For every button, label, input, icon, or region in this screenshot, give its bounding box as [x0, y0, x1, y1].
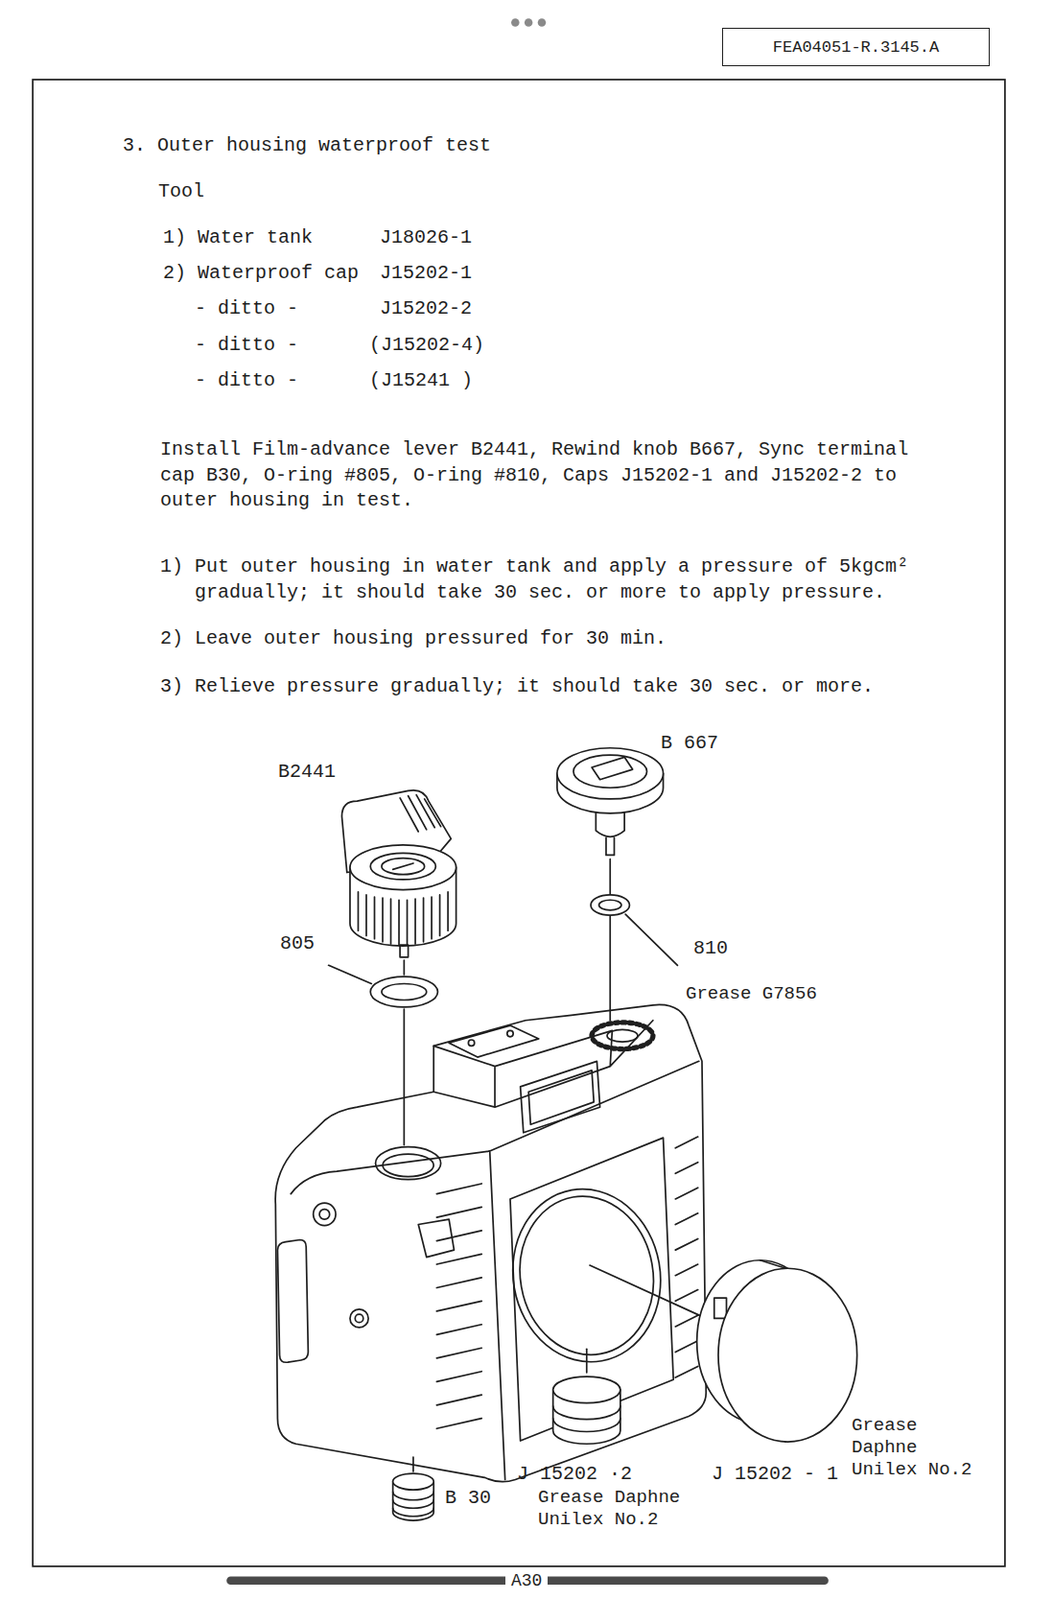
- leader-line: [609, 859, 678, 1021]
- strap-lug: [313, 1202, 336, 1225]
- strap-lug: [350, 1309, 369, 1328]
- lens-mount: [499, 1176, 675, 1374]
- housing-outline: [275, 1004, 706, 1481]
- tool-code: J15202-2: [379, 297, 472, 321]
- lens-mount-inner: [507, 1185, 666, 1365]
- part-number: B2441: [278, 760, 336, 784]
- rewind-seat: [591, 1022, 654, 1050]
- leader-line: [412, 1456, 415, 1472]
- procedure-step: 3) Relieve pressure gradually; it should…: [160, 674, 957, 701]
- rewind-gear: [591, 1022, 654, 1050]
- rewind-hole: [607, 1029, 638, 1042]
- section-heading: 3. Outer housing waterproof test: [122, 134, 492, 158]
- rewind-knob-part: [557, 748, 664, 856]
- tool-code: J18026-1: [379, 226, 472, 250]
- body-cap-part: [697, 1260, 858, 1442]
- instruction-text: Install Film-advance lever B2441, Rewind…: [160, 437, 934, 515]
- tool-name: - ditto -: [194, 333, 299, 357]
- advance-lever-part: [341, 790, 456, 958]
- strap-lug-hole: [319, 1209, 330, 1220]
- strap-lug-hole: [354, 1313, 364, 1323]
- callout-number: 810: [693, 936, 728, 960]
- page-number: A30: [505, 1569, 548, 1592]
- grease-note: Grease G7856: [685, 982, 818, 1006]
- tool-name: - ditto -: [194, 297, 299, 321]
- tool-code: (J15241 ): [369, 369, 473, 393]
- document-code: FEA04051-R.3145.A: [772, 38, 939, 57]
- shoe-screw: [507, 1029, 514, 1036]
- terminal-cap-part: [393, 1473, 435, 1521]
- part-number: J 15202 - 1: [711, 1462, 839, 1486]
- viewfinder-window: [520, 1060, 601, 1132]
- part-number: B 667: [660, 731, 719, 755]
- leader-line: [589, 1264, 706, 1318]
- leader-line: [585, 1348, 588, 1372]
- housing-edges: [290, 1020, 700, 1480]
- tool-name: 1) Water tank: [163, 226, 313, 250]
- document-code-box: FEA04051-R.3145.A: [722, 27, 990, 67]
- procedure-step: 2) Leave outer housing pressured for 30 …: [160, 626, 957, 653]
- leader-line: [328, 959, 405, 1146]
- procedure-step: 1) Put outer housing in water tank and a…: [160, 554, 957, 606]
- part-number: J 15202 ·2: [516, 1462, 632, 1486]
- o-ring-810: [590, 894, 630, 915]
- front-ridges: [675, 1136, 698, 1378]
- o-ring-805: [370, 976, 438, 1007]
- grease-note: Grease Daphne Unilex No.2: [538, 1486, 730, 1531]
- window-dots: [511, 18, 546, 27]
- release-tab: [418, 1218, 454, 1257]
- o-ring-inner: [381, 982, 427, 1000]
- advance-seat: [375, 1146, 442, 1180]
- tool-code: J15202-1: [379, 261, 472, 285]
- sync-cap-part: [553, 1376, 621, 1444]
- tool-heading: Tool: [158, 180, 205, 204]
- tool-name: - ditto -: [194, 369, 299, 393]
- grease-note: Grease Daphne Unilex No.2: [851, 1414, 982, 1481]
- o-ring-inner: [599, 899, 622, 911]
- shoe-screw: [468, 1039, 474, 1046]
- hot-shoe: [448, 1025, 539, 1057]
- tool-code: (J15202-4): [369, 333, 485, 357]
- page-frame: [32, 79, 1006, 1567]
- part-number: B 30: [444, 1486, 492, 1510]
- side-grip: [277, 1239, 308, 1362]
- tool-name: 2) Waterproof cap: [163, 261, 359, 285]
- advance-hole: [382, 1153, 434, 1176]
- callout-number: 805: [280, 932, 315, 956]
